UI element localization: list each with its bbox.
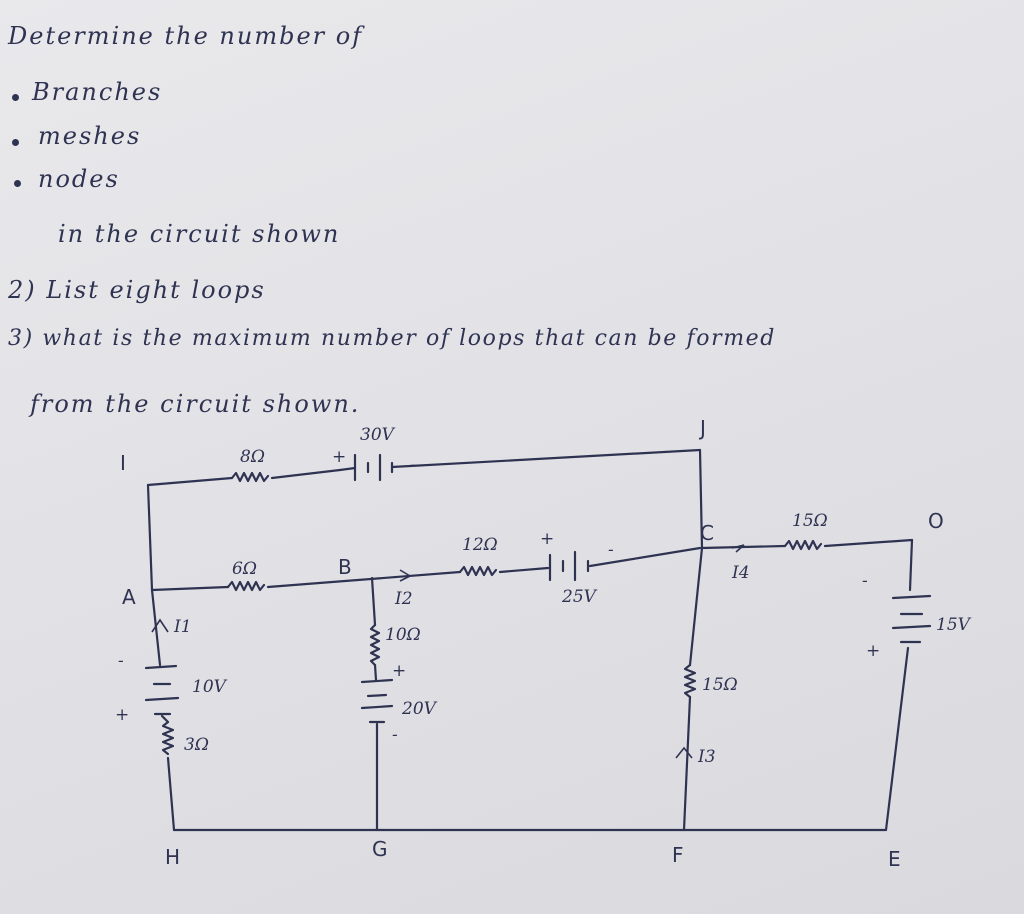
node-label-E: E	[888, 847, 901, 871]
bullet-nodes: nodes	[38, 165, 120, 193]
question-context: in the circuit shown	[58, 220, 341, 248]
polarity-minus-30v: -	[410, 455, 416, 475]
node-label-J: J	[698, 416, 706, 440]
question-2: 2) List eight loops	[8, 276, 266, 304]
node-label-H: H	[165, 845, 180, 869]
resistor-10-ohm	[369, 623, 381, 667]
label-30v: 30V	[360, 425, 396, 445]
polarity-minus-25v: -	[608, 540, 614, 560]
bullet-branches: Branches	[32, 78, 163, 106]
label-20v: 20V	[401, 699, 438, 719]
label-12-ohm: 12Ω	[462, 535, 498, 555]
question-3-line1: 3) what is the maximum number of loops t…	[8, 326, 776, 351]
label-6-ohm: 6Ω	[232, 559, 257, 579]
label-10v: 10V	[192, 677, 228, 697]
resistor-15-ohm-mid	[683, 663, 697, 699]
arrow-i1	[151, 618, 169, 633]
polarity-minus-20v: -	[392, 725, 398, 745]
polarity-plus-10v: +	[115, 705, 129, 725]
resistor-3-ohm	[161, 720, 175, 756]
label-3-ohm: 3Ω	[184, 735, 209, 755]
node-label-G: G	[372, 837, 388, 861]
node-label-F: F	[672, 843, 684, 867]
node-label-B: B	[338, 555, 352, 579]
wire-A-battery10	[150, 588, 162, 667]
question-3-line2: from the circuit shown.	[30, 390, 361, 418]
node-label-C: C	[700, 521, 714, 545]
polarity-plus-20v: +	[392, 661, 406, 681]
bullet-meshes: meshes	[38, 122, 142, 150]
label-25v: 25V	[561, 587, 598, 607]
resistor-8-ohm	[230, 471, 270, 483]
node-label-O: O	[928, 509, 944, 533]
label-10-ohm: 10Ω	[385, 625, 421, 645]
resistor-15-ohm-top	[783, 539, 823, 551]
arrow-i4	[731, 544, 745, 553]
battery-15v	[891, 594, 932, 644]
battery-25v	[548, 550, 590, 582]
label-i2: I2	[394, 589, 413, 609]
label-15v: 15V	[936, 615, 972, 635]
battery-10v	[144, 664, 180, 716]
battery-30v	[353, 453, 394, 482]
top-branch	[146, 448, 702, 487]
polarity-minus-15v: -	[862, 571, 868, 591]
node-label-A: A	[122, 585, 136, 609]
polarity-plus-15v: +	[866, 641, 880, 661]
label-15-ohm-top: 15Ω	[792, 511, 828, 531]
polarity-plus-30v: +	[332, 447, 346, 467]
wire-I-A	[146, 483, 154, 592]
label-i1: I1	[173, 617, 192, 637]
polarity-plus-25v: +	[540, 529, 554, 549]
polarity-minus-10v: -	[118, 651, 124, 671]
resistor-6-ohm	[226, 580, 266, 592]
label-8-ohm: 8Ω	[240, 447, 265, 467]
question-intro: Determine the number of	[8, 22, 364, 50]
label-i4: I4	[731, 563, 750, 583]
arrow-i3	[675, 746, 693, 759]
label-15-ohm-mid: 15Ω	[702, 675, 738, 695]
resistor-12-ohm	[458, 565, 498, 577]
bullet-dot	[12, 139, 19, 146]
battery-20v	[360, 678, 394, 724]
bullet-dot	[12, 94, 19, 101]
node-label-I: I	[120, 451, 126, 475]
arrow-i2	[399, 569, 412, 582]
label-i3: I3	[697, 747, 716, 767]
bullet-dot	[14, 180, 21, 187]
